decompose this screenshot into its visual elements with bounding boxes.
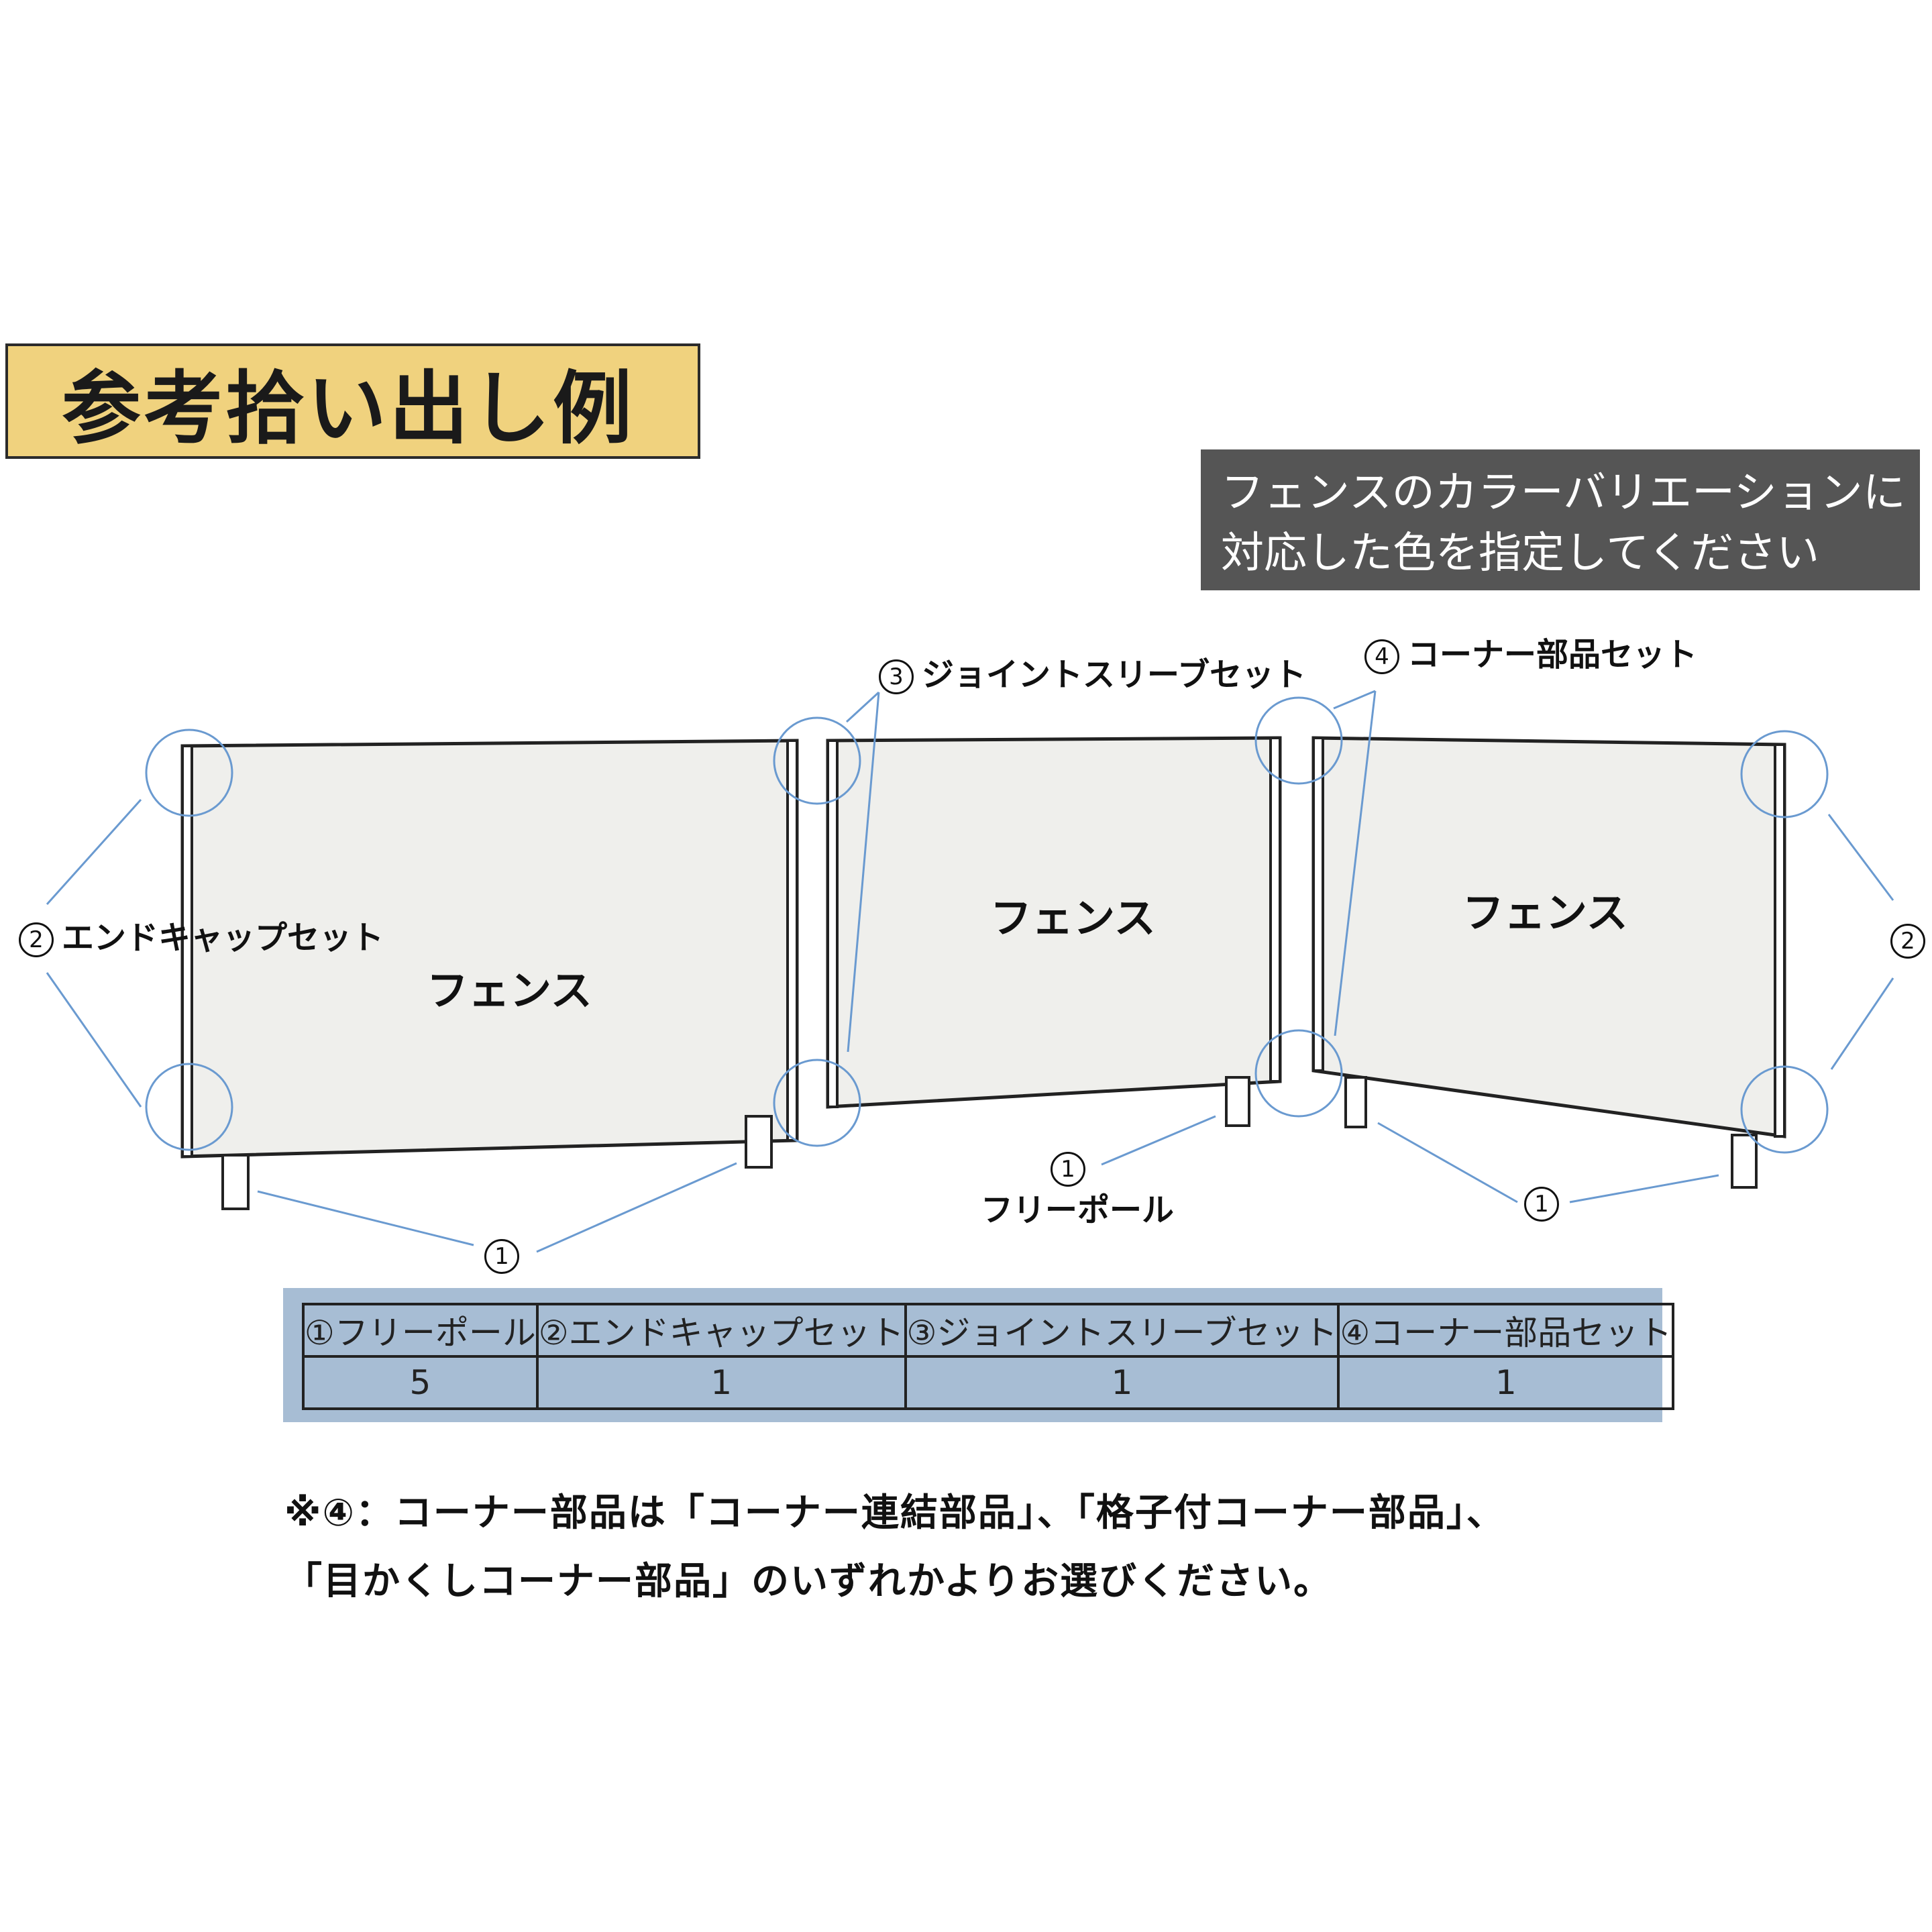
callout-lines	[46, 690, 1894, 1253]
free-pole-label-center-num: 1	[1051, 1151, 1093, 1187]
free-pole	[1225, 1076, 1250, 1127]
table-header: ③ジョイントスリーブセット	[904, 1303, 1340, 1358]
color-note-line1: フェンスのカラーバリエーションに	[1221, 468, 1906, 518]
fence-panel-center	[826, 736, 1282, 1127]
free-pole-label-center: フリーポール	[981, 1191, 1175, 1229]
free-pole	[221, 1154, 250, 1210]
color-note-box: フェンスのカラーバリエーションに 対応した色を指定してください	[1201, 449, 1920, 590]
fence-panel-left	[180, 739, 799, 1210]
free-pole	[1731, 1134, 1758, 1189]
table-cell: 1	[904, 1355, 1340, 1410]
free-pole-label-left: 1	[484, 1238, 527, 1274]
title-banner: 参考拾い出し例	[5, 343, 700, 459]
parts-table: ①フリーポール ②エンドキャップセット ③ジョイントスリーブセット ④コーナー部…	[302, 1303, 1675, 1410]
footnote-line1: ※④：コーナー部品は「コーナー連結部品」、「格子付コーナー部品」、	[284, 1491, 1505, 1535]
free-pole	[745, 1115, 773, 1169]
table-header: ①フリーポール	[302, 1303, 539, 1358]
joint-sleeve-text: ジョイントスリーブセット	[922, 656, 1307, 694]
number-circle: 3	[879, 659, 914, 694]
fence-panel-right	[1311, 736, 1786, 1189]
table-header: ②エンドキャップセット	[535, 1303, 907, 1358]
free-pole	[1344, 1076, 1367, 1128]
footnote-line2: 「目かくしコーナー部品」のいずれかよりお選びください。	[284, 1560, 1333, 1603]
free-pole-label-right: 1	[1524, 1186, 1567, 1222]
number-circle: 1	[1524, 1187, 1559, 1222]
table-cell: 1	[535, 1355, 907, 1410]
end-cap-text: エンドキャップセット	[62, 919, 384, 957]
number-circle: 4	[1364, 639, 1399, 674]
fence-label-center: フェンス	[990, 894, 1156, 943]
table-cell: 1	[1337, 1355, 1675, 1410]
end-cap-label-right: 2	[1890, 923, 1932, 959]
table-header-row: ①フリーポール ②エンドキャップセット ③ジョイントスリーブセット ④コーナー部…	[302, 1303, 1675, 1358]
fence-label-left: フェンス	[427, 966, 592, 1015]
callout-circles	[145, 696, 1829, 1154]
number-circle: 1	[1051, 1152, 1085, 1187]
corner-part-text: コーナー部品セット	[1407, 636, 1698, 674]
number-circle: 2	[1890, 924, 1925, 959]
table-cell: 5	[302, 1355, 539, 1410]
table-header: ④コーナー部品セット	[1337, 1303, 1675, 1358]
parts-table-panel: ①フリーポール ②エンドキャップセット ③ジョイントスリーブセット ④コーナー部…	[283, 1288, 1675, 1422]
table-row: 5 1 1 1	[302, 1355, 1675, 1410]
fence-label-right: フェンス	[1462, 888, 1628, 937]
page-title: 参考拾い出し例	[62, 362, 635, 455]
number-circle: 1	[484, 1239, 519, 1274]
color-note-line2: 対応した色を指定してください	[1221, 529, 1820, 578]
number-circle: 2	[19, 922, 54, 957]
